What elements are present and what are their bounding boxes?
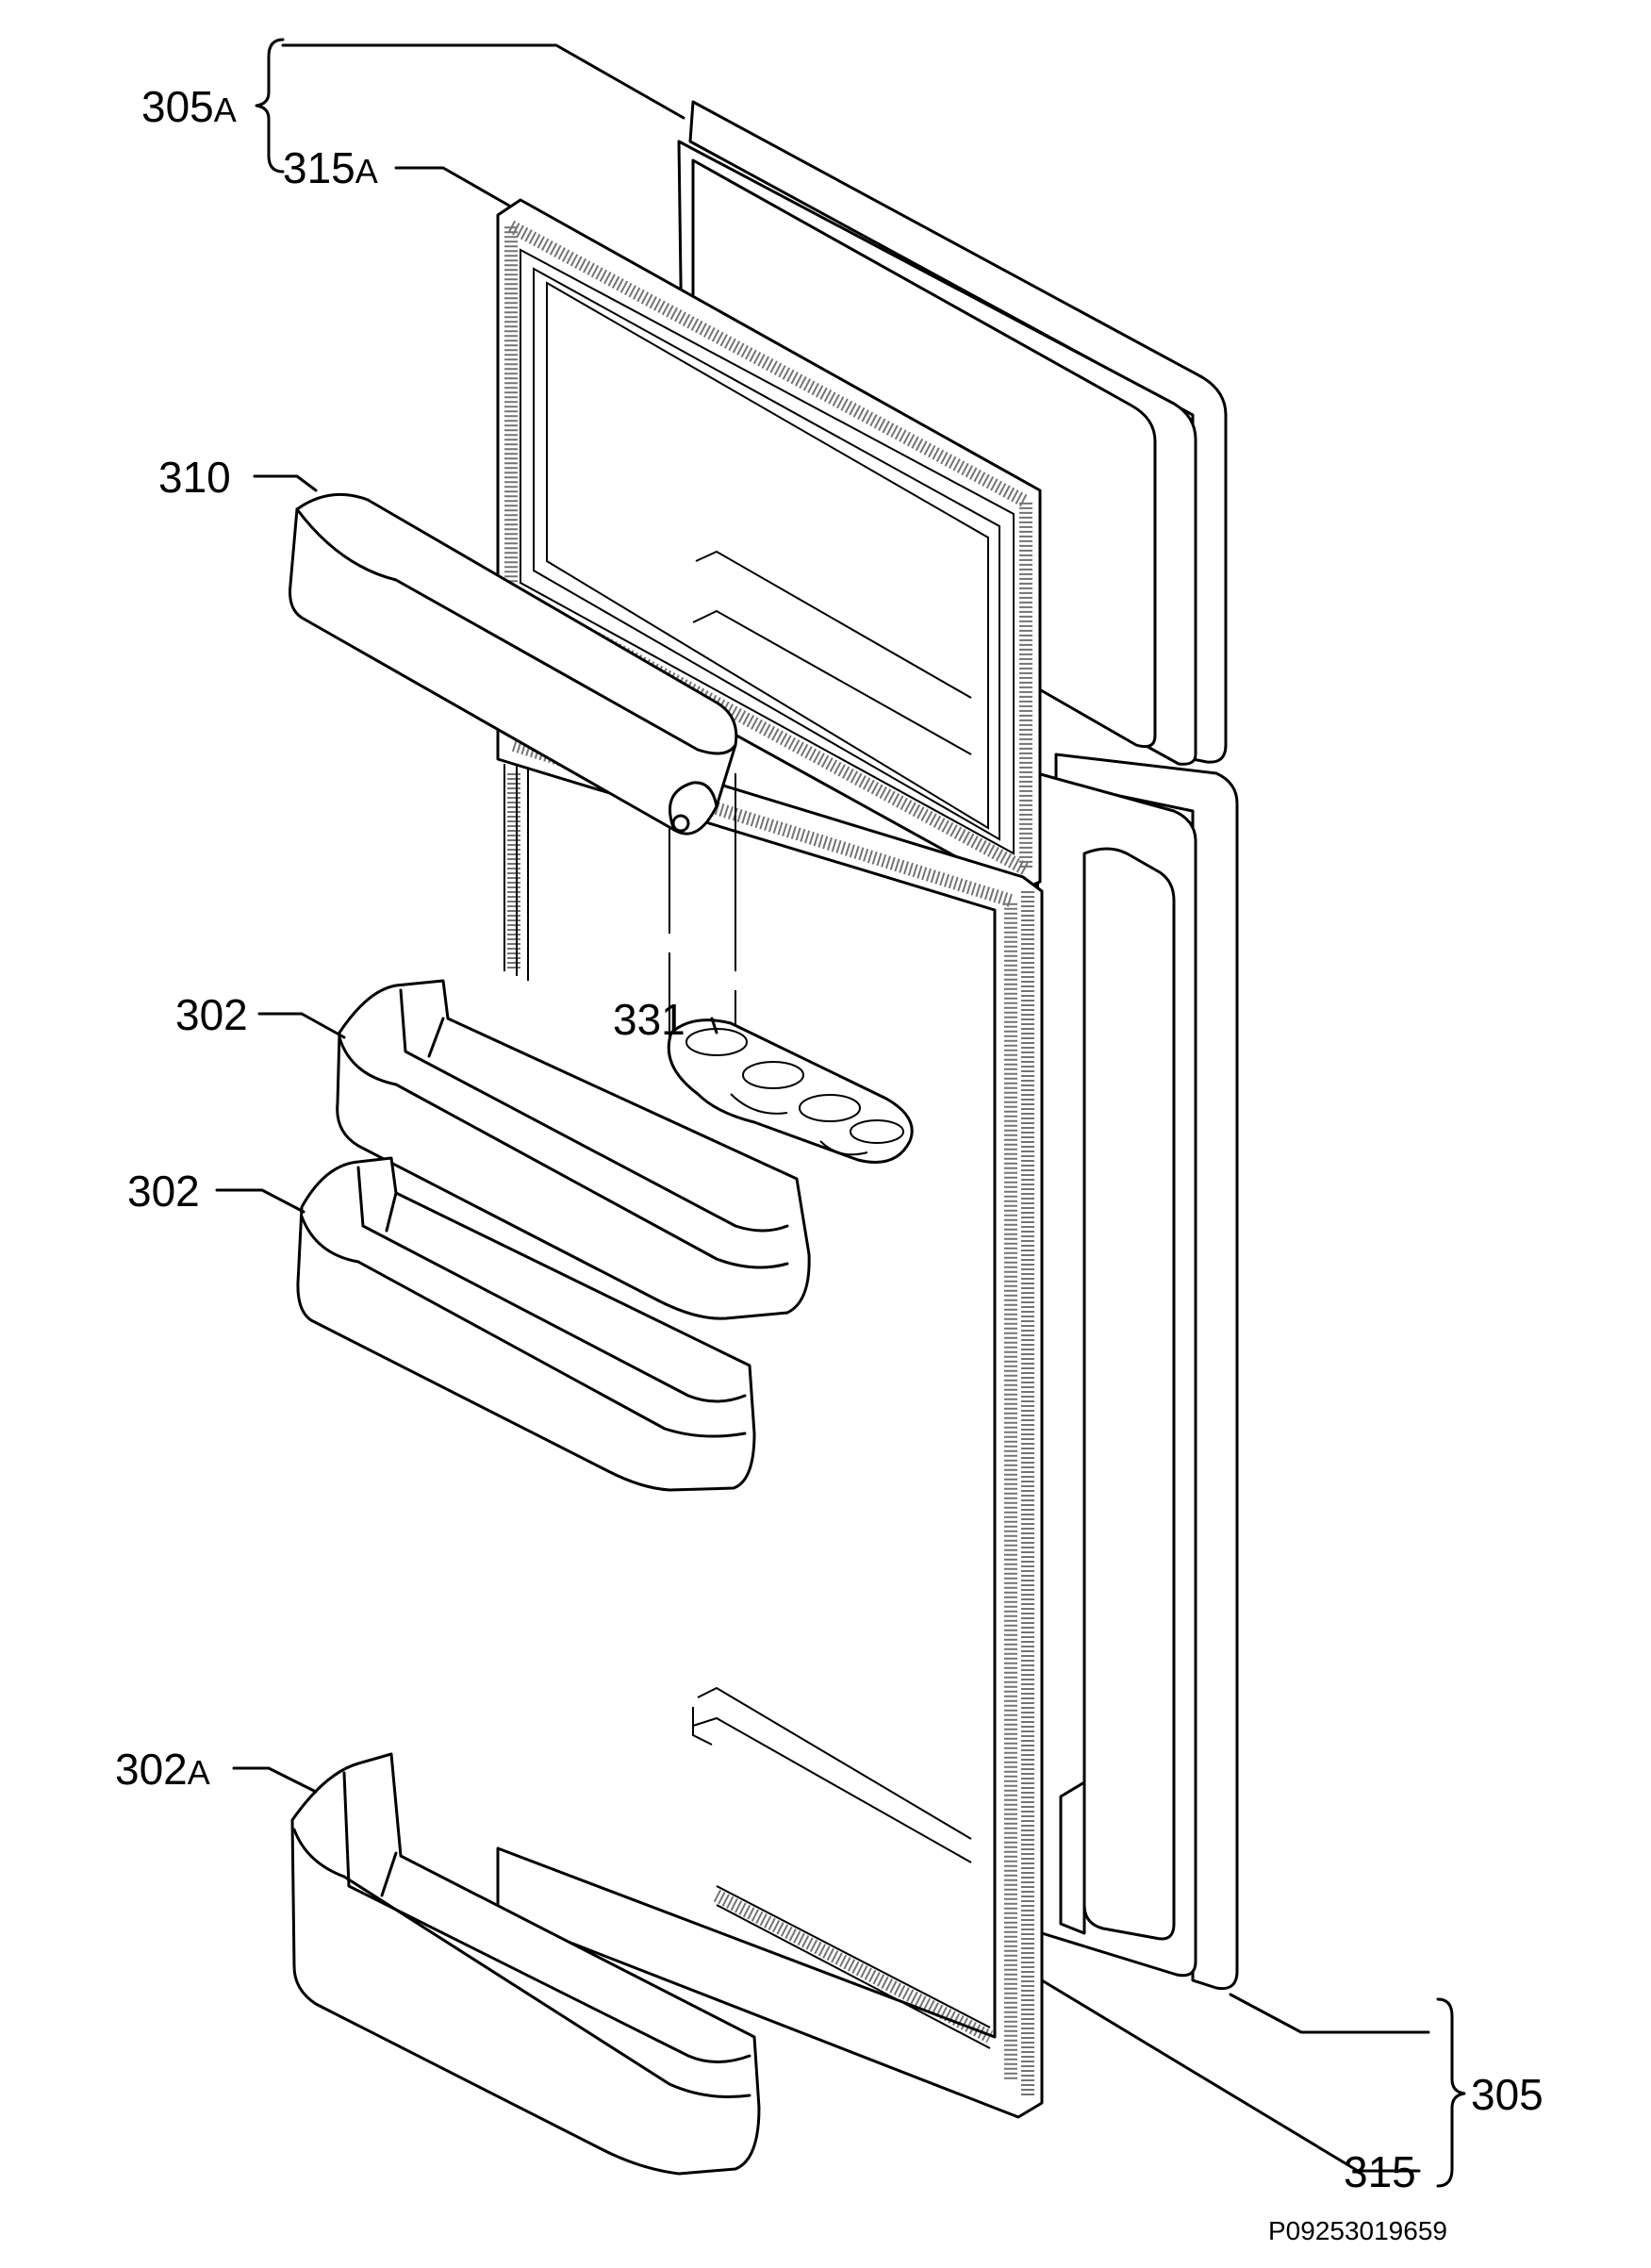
label-315a-suffix: A xyxy=(355,152,378,190)
brace-305 xyxy=(1436,1997,1466,2188)
leader-315 xyxy=(1040,1978,1421,2173)
label-302a-number: 302 xyxy=(115,1745,188,1794)
label-305a-suffix: A xyxy=(213,91,237,129)
label-302-upper: 302 xyxy=(175,990,248,1039)
leader-331 xyxy=(710,1017,718,1035)
leader-305 xyxy=(1229,1993,1430,2034)
label-305a: 305A xyxy=(141,85,237,128)
drawing-code: P09253019659 xyxy=(1268,2216,1447,2245)
leader-302-upper xyxy=(257,1012,346,1039)
label-331: 331 xyxy=(613,995,685,1044)
brace-305a xyxy=(255,38,285,174)
label-315a: 315A xyxy=(283,146,378,190)
door-shelf-upper xyxy=(336,979,811,1320)
label-305: 305 xyxy=(1471,2070,1544,2119)
upper-door-gasket xyxy=(496,198,1042,893)
egg-tray xyxy=(667,1018,914,1164)
label-310: 310 xyxy=(158,453,231,502)
door-handle xyxy=(289,492,738,836)
door-shelf-bottom xyxy=(290,1752,761,2176)
door-shelf-lower xyxy=(296,1156,756,1492)
leader-305a xyxy=(281,43,685,120)
label-302a-suffix: A xyxy=(187,1753,210,1792)
label-305a-number: 305 xyxy=(141,82,214,131)
leader-lines xyxy=(215,43,1430,2173)
label-302a: 302A xyxy=(115,1747,210,1791)
label-315: 315 xyxy=(1344,2147,1416,2196)
lower-door-panel xyxy=(1035,753,1239,1991)
leader-310 xyxy=(253,474,318,492)
leader-315a xyxy=(394,166,511,207)
leader-302-lower xyxy=(215,1188,305,1214)
braces xyxy=(255,38,1466,2188)
label-302-lower: 302 xyxy=(127,1167,200,1216)
leader-302a xyxy=(232,1766,318,1794)
label-315a-number: 315 xyxy=(283,143,355,192)
